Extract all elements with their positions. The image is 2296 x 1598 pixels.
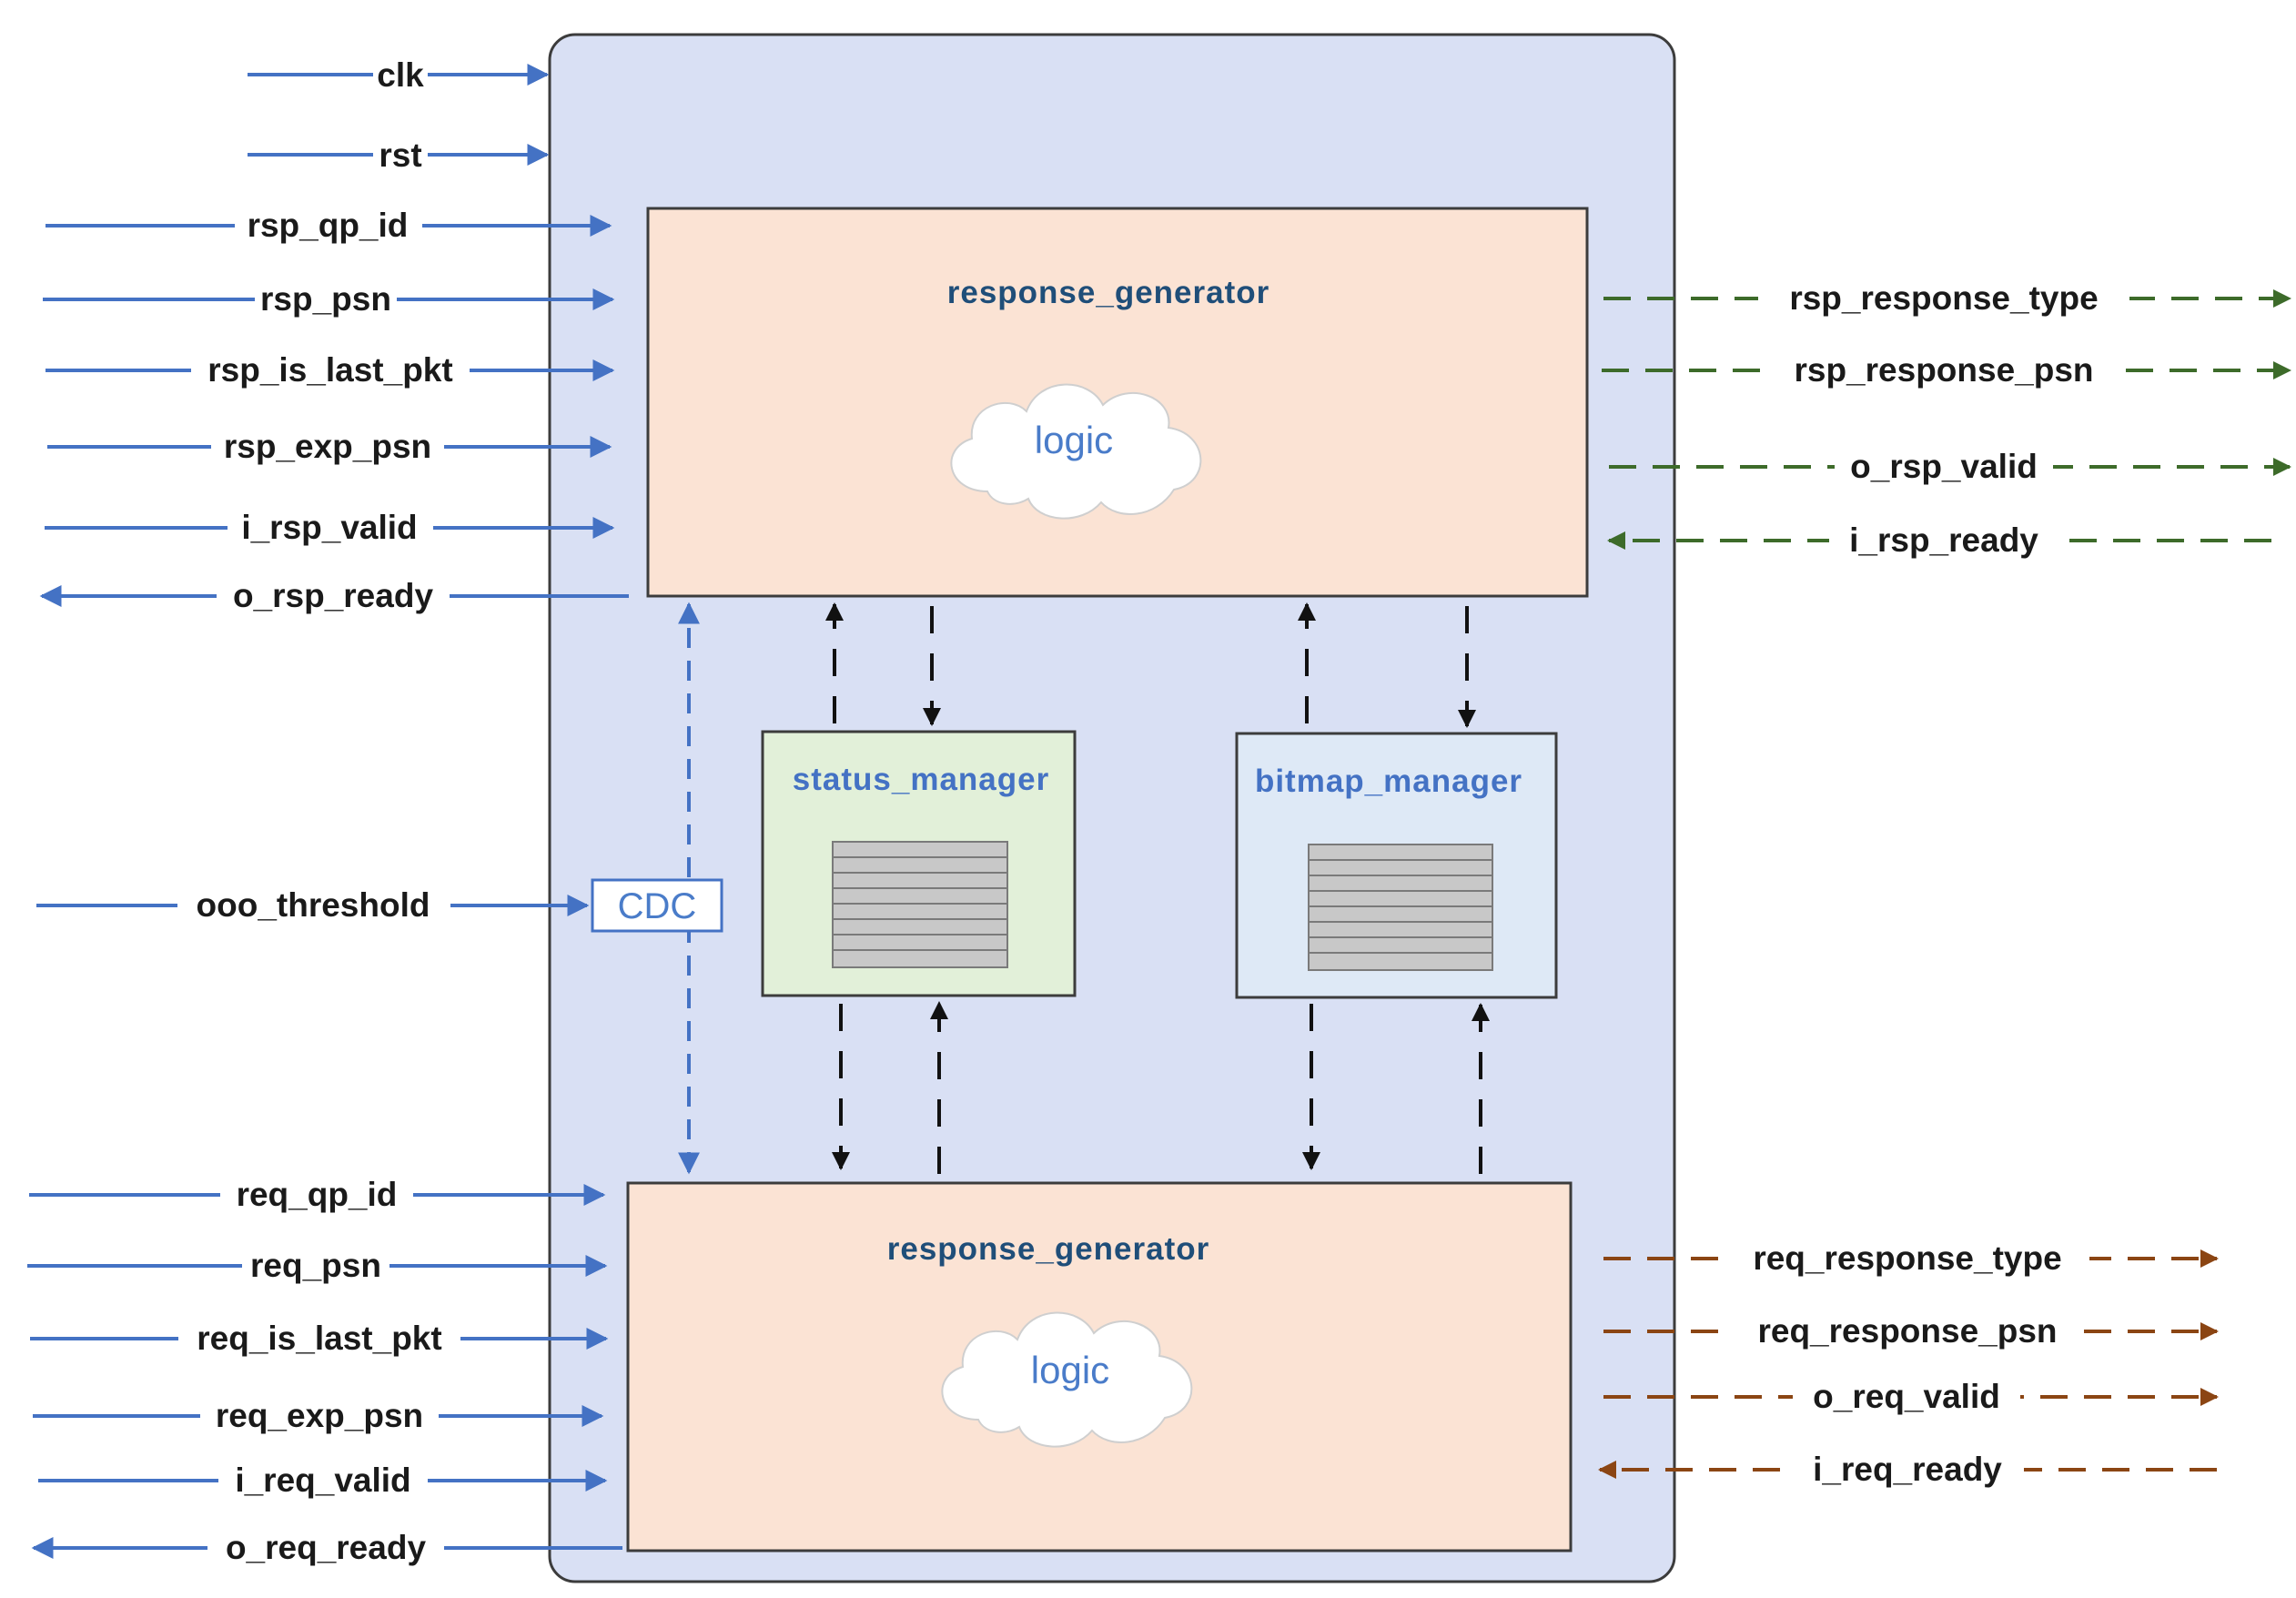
- req-output-signals: req_response_type req_response_psn o_req…: [1725, 1239, 2089, 1488]
- rsp-qp-id-label: rsp_qp_id: [248, 207, 409, 244]
- i-rsp-valid-label: i_rsp_valid: [241, 509, 417, 546]
- rst-signal: rst: [373, 137, 428, 174]
- req-psn-label: req_psn: [250, 1247, 381, 1284]
- clk-label: clk: [377, 56, 424, 94]
- req-response-type-label: req_response_type: [1753, 1239, 2061, 1277]
- bitmap-manager-title: bitmap_manager: [1255, 764, 1522, 799]
- status-manager-block: status_manager: [761, 730, 1077, 997]
- threshold-signal: ooo_threshold: [177, 886, 450, 924]
- bitmap-manager-block: bitmap_manager: [1235, 732, 1558, 999]
- rsp-output-signals: rsp_response_type rsp_response_psn o_rsp…: [1758, 279, 2129, 559]
- o-req-ready-label: o_req_ready: [226, 1529, 426, 1566]
- req-response-generator-block: response_generator logic: [626, 1181, 1573, 1552]
- req-logic-label: logic: [1031, 1349, 1109, 1391]
- rsp-output-wires: [1602, 289, 2291, 550]
- o-rsp-valid-label: o_rsp_valid: [1850, 448, 2038, 485]
- rsp-exp-psn-label: rsp_exp_psn: [224, 428, 431, 465]
- cloud-icon: [941, 1311, 1193, 1448]
- memory-table-icon: [832, 841, 1008, 968]
- o-req-valid-label: o_req_valid: [1813, 1378, 2000, 1415]
- cdc-label: CDC: [618, 886, 697, 926]
- rsp-response-psn-label: rsp_response_psn: [1794, 351, 2093, 389]
- req-response-psn-label: req_response_psn: [1757, 1312, 2057, 1350]
- rsp-block-title: response_generator: [947, 275, 1270, 310]
- rsp-response-type-label: rsp_response_type: [1789, 279, 2098, 317]
- req-qp-id-label: req_qp_id: [237, 1176, 398, 1213]
- rsp-psn-label: rsp_psn: [260, 280, 391, 318]
- req-is-last-pkt-label: req_is_last_pkt: [197, 1320, 441, 1357]
- internal-connections: [825, 602, 1490, 1174]
- clk-signal: clk: [373, 56, 428, 94]
- rst-label: rst: [379, 137, 421, 174]
- rsp-response-generator-block: response_generator logic: [646, 207, 1589, 598]
- req-input-signals: req_qp_id req_psn req_is_last_pkt req_ex…: [178, 1176, 460, 1566]
- i-req-ready-label: i_req_ready: [1813, 1451, 2002, 1488]
- o-rsp-ready-label: o_rsp_ready: [233, 577, 433, 614]
- ooo-threshold-label: ooo_threshold: [197, 886, 430, 924]
- i-req-valid-label: i_req_valid: [235, 1461, 410, 1499]
- rsp-is-last-pkt-label: rsp_is_last_pkt: [207, 351, 452, 389]
- rsp-logic-label: logic: [1035, 419, 1113, 461]
- req-exp-psn-label: req_exp_psn: [216, 1397, 423, 1434]
- cloud-icon: [950, 383, 1202, 520]
- cdc-block: CDC: [591, 878, 723, 933]
- rsp-input-signals: rsp_qp_id rsp_psn rsp_is_last_pkt rsp_ex…: [191, 207, 470, 614]
- status-manager-title: status_manager: [793, 762, 1049, 797]
- req-block-title: response_generator: [887, 1231, 1210, 1267]
- i-rsp-ready-label: i_rsp_ready: [1849, 521, 2038, 559]
- memory-table-icon: [1308, 844, 1493, 971]
- req-output-wires: [1598, 1249, 2219, 1479]
